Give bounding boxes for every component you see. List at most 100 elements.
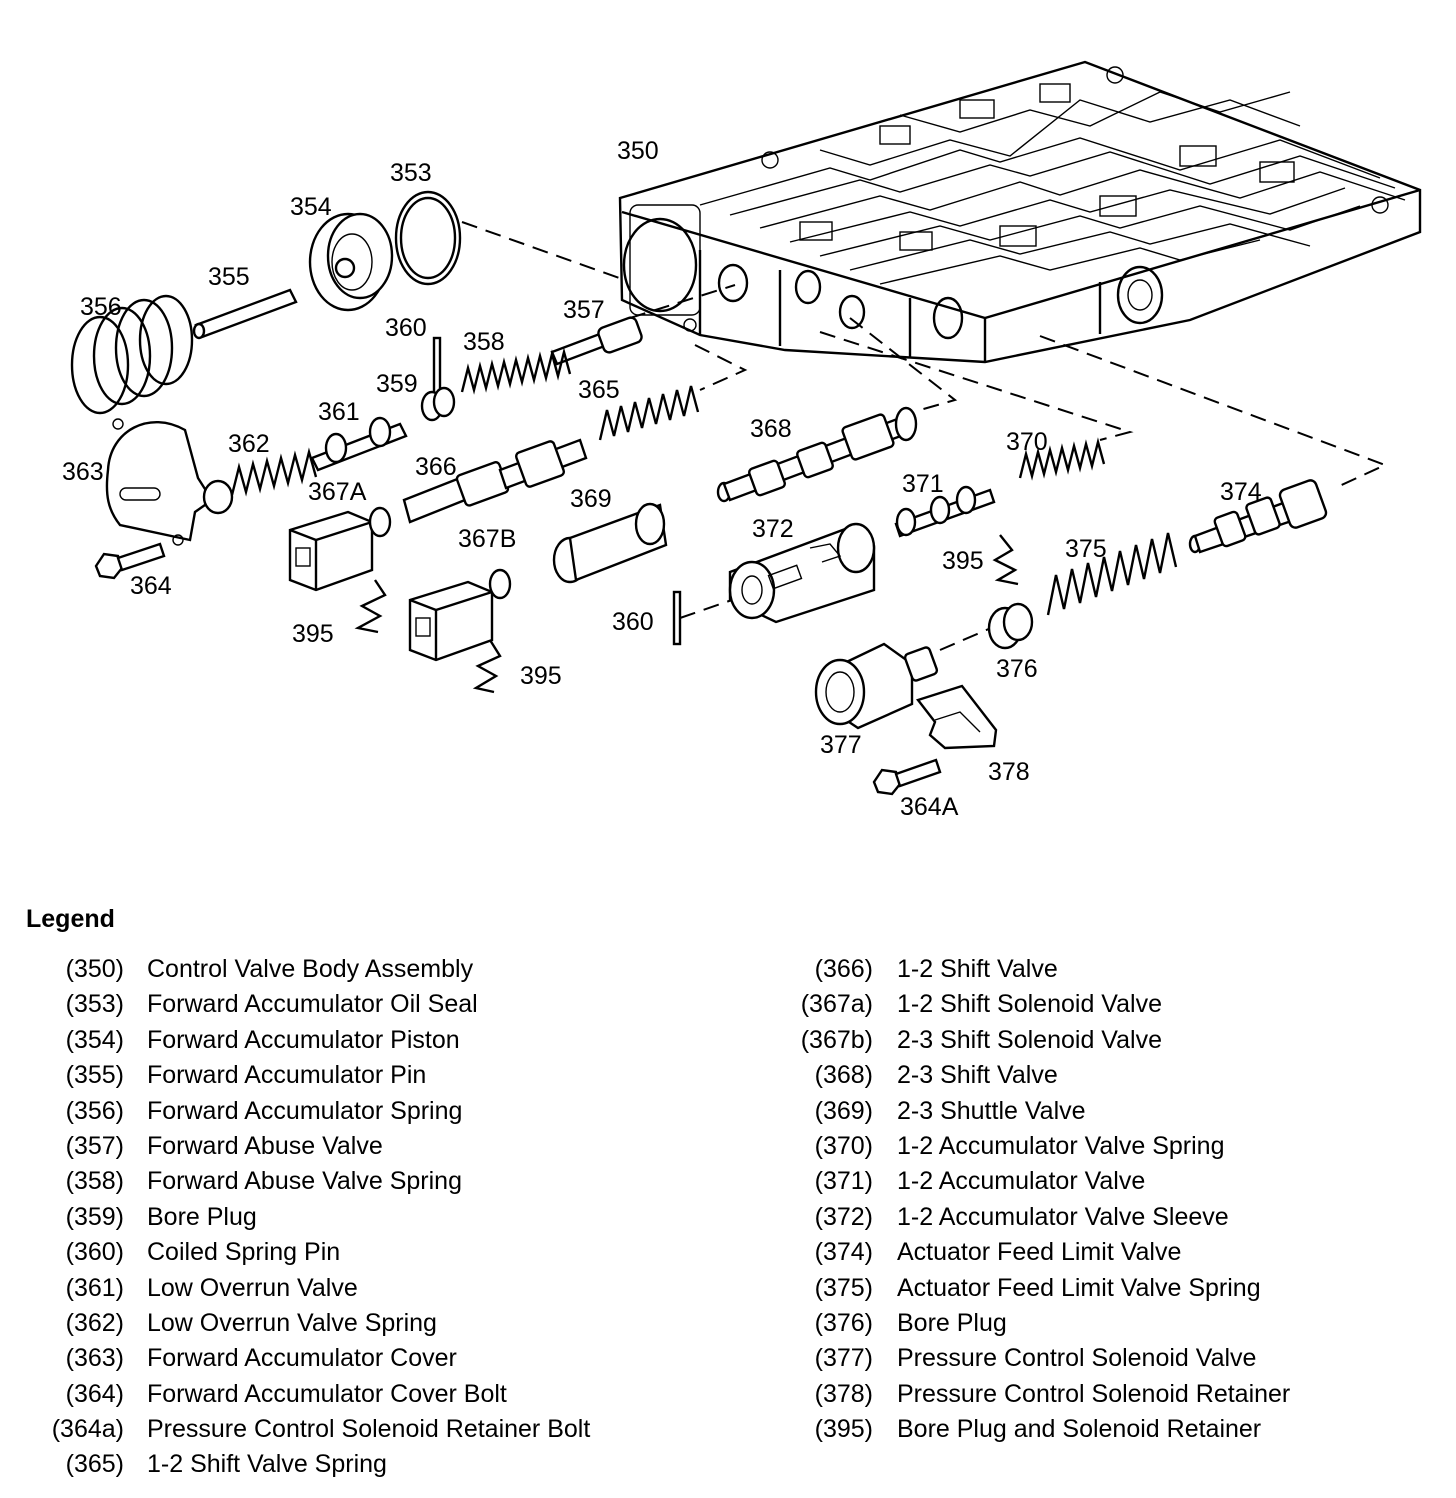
callout-350: 350 — [617, 137, 659, 165]
legend-description: Forward Accumulator Piston — [147, 1025, 460, 1054]
alignment-lines — [461, 221, 1388, 651]
callout-376: 376 — [996, 655, 1038, 683]
legend-description: 1-2 Shift Valve Spring — [147, 1450, 387, 1479]
legend-description: Control Valve Body Assembly — [147, 955, 474, 983]
pressure-control-solenoid-retainer-bolt — [872, 758, 942, 796]
callout-353: 353 — [390, 159, 432, 187]
callout-357: 357 — [563, 296, 605, 324]
callout-395-c: 395 — [942, 547, 984, 575]
legend-row: (366) 1-2 Shift Valve — [760, 955, 1456, 990]
legend-row: (354) Forward Accumulator Piston — [0, 1026, 700, 1061]
pressure-control-solenoid-valve — [814, 642, 939, 730]
legend-description: Actuator Feed Limit Valve — [897, 1238, 1182, 1267]
legend-row: (358) Forward Abuse Valve Spring — [0, 1167, 700, 1202]
legend-row: (367a) 1-2 Shift Solenoid Valve — [760, 990, 1456, 1025]
legend-row: (356)Forward Accumulator Spring — [0, 1097, 700, 1132]
callout-367A: 367A — [308, 478, 367, 506]
legend-number: (369) — [814, 1096, 873, 1125]
legend-row: (361)Low Overrun Valve — [0, 1274, 700, 1309]
callout-358: 358 — [463, 328, 505, 356]
shift-solenoid-valve-1-2 — [288, 506, 392, 592]
shift-valve-spring-1-2 — [598, 385, 700, 441]
legend-number: (367a) — [800, 990, 873, 1019]
forward-accumulator-spring — [70, 294, 194, 415]
legend-description: Bore Plug — [897, 1308, 1007, 1337]
legend-row: (377) Pressure Control Solenoid Valve — [760, 1344, 1456, 1379]
legend-number: (363) — [65, 1344, 124, 1373]
legend-number: (366) — [814, 955, 873, 983]
legend-row: (359)Bore Plug — [0, 1203, 700, 1238]
legend-description: Forward Accumulator Cover — [147, 1344, 457, 1373]
legend-description: Actuator Feed Limit Valve Spring — [897, 1273, 1261, 1302]
callout-367B: 367B — [458, 525, 516, 553]
legend-description: Pressure Control Solenoid Retainer Bolt — [147, 1415, 591, 1444]
legend-description: Pressure Control Solenoid Retainer — [897, 1379, 1291, 1408]
legend-number: (355) — [65, 1061, 124, 1090]
legend-description: 2-3 Shift Solenoid Valve — [897, 1025, 1162, 1054]
callout-360-lower: 360 — [612, 608, 654, 636]
shift-valve-1-2 — [402, 438, 588, 524]
callout-363: 363 — [62, 458, 104, 486]
coiled-spring-pin-upper — [432, 336, 442, 396]
legend-row: (374) Actuator Feed Limit Valve — [760, 1238, 1456, 1273]
legend-row: (371)1-2 Accumulator Valve — [760, 1167, 1456, 1202]
legend-description: 1-2 Shift Valve — [897, 955, 1058, 983]
callout-378: 378 — [988, 758, 1030, 786]
shuttle-valve-2-3 — [552, 502, 668, 584]
legend-row: (365) 1-2 Shift Valve Spring — [0, 1450, 700, 1485]
legend-description: Forward Abuse Valve Spring — [147, 1167, 462, 1196]
legend-number: (362) — [65, 1308, 124, 1337]
legend-description: 1-2 Accumulator Valve — [897, 1167, 1146, 1196]
legend-description: Forward Accumulator Spring — [147, 1096, 463, 1125]
legend-row: (376)Bore Plug — [760, 1309, 1456, 1344]
legend-number: (372) — [814, 1202, 873, 1231]
shift-solenoid-valve-2-3 — [408, 568, 512, 662]
legend-description: Forward Accumulator Cover Bolt — [147, 1379, 507, 1408]
legend-number: (359) — [65, 1202, 124, 1231]
legend-description: Forward Accumulator Oil Seal — [147, 990, 478, 1019]
legend-description: 2-3 Shuttle Valve — [897, 1096, 1086, 1125]
legend-number: (354) — [65, 1025, 124, 1054]
callout-372: 372 — [752, 515, 794, 543]
legend-description: Pressure Control Solenoid Valve — [897, 1344, 1257, 1373]
legend-row: (350)Control Valve Body Assembly — [0, 955, 700, 990]
legend-row: (368) 2-3 Shift Valve — [760, 1061, 1456, 1096]
bore-plug-359 — [420, 386, 456, 422]
legend-row: (357)Forward Abuse Valve — [0, 1132, 700, 1167]
legend-number: (365) — [65, 1450, 124, 1479]
legend-number: (364) — [65, 1379, 124, 1408]
legend-row: (364a)Pressure Control Solenoid Retainer… — [0, 1415, 700, 1450]
legend-description: Bore Plug and Solenoid Retainer — [897, 1415, 1262, 1444]
legend-row: (369) 2-3 Shuttle Valve — [760, 1097, 1456, 1132]
legend-number: (368) — [814, 1061, 873, 1090]
legend-row: (378)Pressure Control Solenoid Retainer — [760, 1380, 1456, 1415]
callout-395-b: 395 — [520, 662, 562, 690]
legend-number: (377) — [814, 1344, 873, 1373]
callout-362: 362 — [228, 430, 270, 458]
legend-description: 1-2 Shift Solenoid Valve — [897, 990, 1162, 1019]
legend-description: 1-2 Accumulator Valve Sleeve — [897, 1202, 1229, 1231]
legend-row: (364) Forward Accumulator Cover Bolt — [0, 1380, 700, 1415]
legend-row: (395) Bore Plug and Solenoid Retainer — [760, 1415, 1456, 1450]
callout-368: 368 — [750, 415, 792, 443]
callout-361: 361 — [318, 398, 360, 426]
legend-description: Forward Accumulator Pin — [147, 1061, 427, 1090]
legend-number: (374) — [814, 1238, 873, 1267]
forward-accumulator-cover — [105, 418, 234, 546]
legend-number: (395) — [814, 1415, 873, 1444]
callout-356: 356 — [80, 293, 122, 321]
legend-row: (362)Low Overrun Valve Spring — [0, 1309, 700, 1344]
callout-364A: 364A — [900, 793, 959, 821]
callout-395-a: 395 — [292, 620, 334, 648]
callout-365: 365 — [578, 376, 620, 404]
legend-row: (367b)2-3 Shift Solenoid Valve — [760, 1026, 1456, 1061]
legend-right-column: (366) 1-2 Shift Valve (367a) 1-2 Shift Sol… — [760, 955, 1456, 1450]
accumulator-valve-spring-1-2 — [1018, 437, 1106, 481]
legend-number: (358) — [65, 1167, 124, 1196]
legend-row: (353)Forward Accumulator Oil Seal — [0, 990, 700, 1025]
callout-377: 377 — [820, 731, 862, 759]
legend-description: 2-3 Shift Valve — [897, 1061, 1058, 1090]
callout-labels: 350 353 354 355 356 357 358 359 360 360 … — [62, 137, 1262, 821]
bore-plug-and-solenoid-retainer-b — [472, 639, 502, 694]
forward-accumulator-pin — [192, 288, 298, 340]
